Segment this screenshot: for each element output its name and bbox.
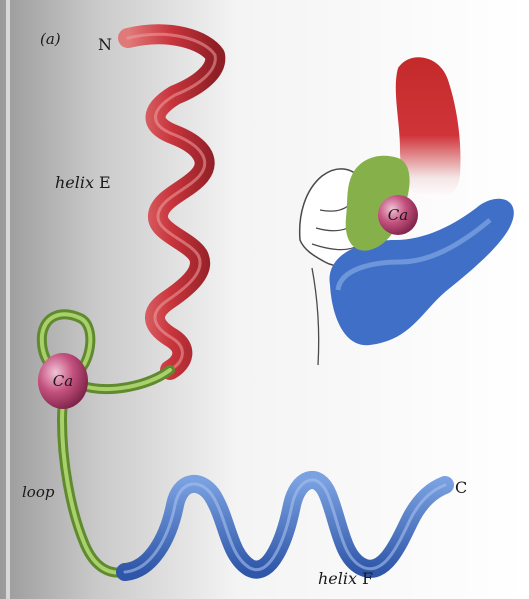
helix-e-word: helix bbox=[55, 173, 94, 192]
helix-e-letter: E bbox=[99, 173, 111, 192]
helix-f-letter: F bbox=[362, 569, 373, 588]
helix-e-label: helix E bbox=[55, 173, 111, 192]
helix-f-label: helix F bbox=[318, 569, 373, 588]
c-terminus-label: C bbox=[455, 478, 467, 497]
loop-label: loop bbox=[22, 483, 55, 501]
n-terminus-label: N bbox=[98, 35, 112, 54]
panel-label: (a) bbox=[40, 30, 61, 48]
page-edge bbox=[6, 0, 10, 599]
ca-label-ribbon: Ca bbox=[53, 372, 73, 390]
helix-f-word: helix bbox=[318, 569, 357, 588]
ca-label-hand: Ca bbox=[388, 206, 408, 224]
